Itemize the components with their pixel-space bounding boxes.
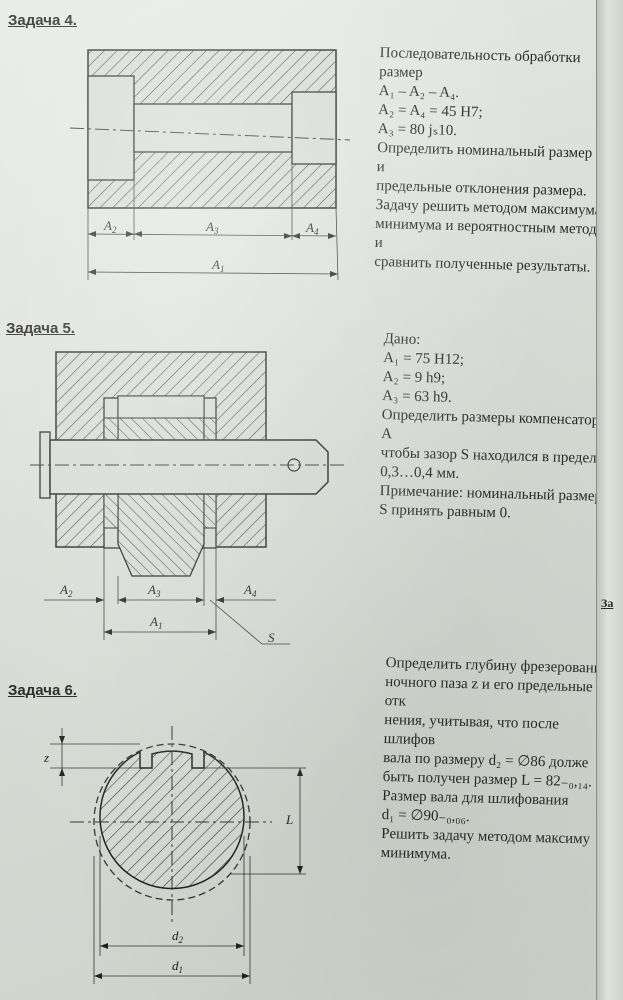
task-6-drawing: z L d2 d1 bbox=[43, 726, 306, 984]
task-4-drawing: A2 A3 A4 A1 bbox=[69, 49, 351, 281]
task-4-text: Последовательность обработки размер A₁ –… bbox=[374, 44, 610, 276]
task-6-text: Определить глубину фрезерования ночного … bbox=[380, 654, 609, 863]
svg-text:S: S bbox=[268, 630, 275, 645]
svg-text:A4: A4 bbox=[305, 220, 319, 237]
task-5-text: Дано: A₁ = 75 H12; A₂ = 9 h9; A₃ = 63 h9… bbox=[379, 330, 610, 522]
svg-text:A4: A4 bbox=[243, 582, 257, 599]
svg-text:A2: A2 bbox=[59, 582, 73, 599]
task-6-heading: Задача 6. bbox=[8, 682, 77, 699]
svg-text:z: z bbox=[43, 750, 49, 765]
task-4-heading: Задача 4. bbox=[8, 12, 77, 29]
next-page-edge: За bbox=[596, 0, 623, 1000]
svg-text:d2: d2 bbox=[172, 928, 184, 945]
svg-text:A2: A2 bbox=[103, 218, 117, 235]
svg-text:A3: A3 bbox=[147, 582, 161, 599]
textbook-page: Задача 4. bbox=[0, 0, 610, 1000]
svg-text:L: L bbox=[285, 812, 293, 827]
svg-text:A3: A3 bbox=[205, 219, 219, 236]
next-page-heading-fragment: За bbox=[601, 596, 614, 610]
svg-text:A1: A1 bbox=[149, 614, 162, 631]
task-5-drawing: A2 A3 A4 A1 S bbox=[30, 351, 345, 645]
svg-text:A1: A1 bbox=[211, 257, 224, 274]
svg-text:d1: d1 bbox=[172, 958, 183, 975]
task-5-heading: Задача 5. bbox=[6, 320, 75, 337]
